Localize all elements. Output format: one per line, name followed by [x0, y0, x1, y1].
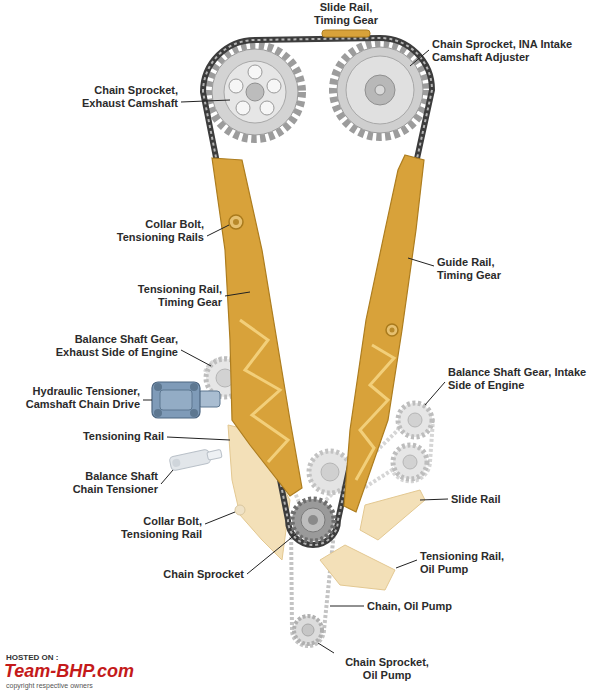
top-slide-rail: [322, 30, 370, 37]
part-label: Balance Shaft Gear, Exhaust Side of Engi…: [38, 333, 178, 359]
watermark: copyright respective owners: [6, 682, 93, 690]
part-label: Chain, Oil Pump: [367, 600, 452, 613]
part-label: Balance Shaft Gear, Intake Side of Engin…: [448, 366, 588, 392]
oil-pump-sprocket: [294, 616, 322, 644]
exhaust-cam-sprocket: [208, 45, 302, 139]
part-label: Tensioning Rail, Oil Pump: [420, 550, 518, 576]
crank-sprocket: [292, 499, 334, 541]
slide-rail-lower: [360, 490, 425, 540]
part-label: Chain Sprocket, Oil Pump: [338, 656, 436, 682]
balance-chain-tensioner: [169, 446, 223, 471]
hydraulic-tensioner: [152, 382, 220, 418]
part-label: Collar Bolt, Tensioning Rails: [104, 218, 204, 244]
part-label: Tensioning Rail: [83, 430, 164, 443]
part-label: Chain Sprocket, Exhaust Camshaft: [68, 84, 178, 110]
oil-pump-tensioning-rail: [320, 545, 395, 590]
part-label: Slide Rail, Timing Gear: [308, 1, 384, 27]
part-label: Guide Rail, Timing Gear: [437, 256, 519, 282]
part-label: Balance Shaft Chain Tensioner: [58, 470, 158, 496]
part-label: Slide Rail: [451, 493, 501, 506]
leader-lines: [143, 50, 448, 653]
collar-bolt-lower: [235, 505, 245, 515]
part-label: Chain Sprocket, INA Intake Camshaft Adju…: [432, 38, 584, 64]
timing-chain-links: [203, 38, 432, 545]
part-label: Chain Sprocket: [163, 568, 244, 581]
part-label: Collar Bolt, Tensioning Rail: [107, 515, 202, 541]
guide-rail: [344, 155, 424, 512]
part-label: Tensioning Rail, Timing Gear: [122, 283, 222, 309]
watermark: HOSTED ON :: [6, 653, 58, 662]
part-label: Hydraulic Tensioner, Camshaft Chain Driv…: [10, 385, 140, 411]
balance-gear-intake: [393, 403, 432, 479]
watermark: Team-BHP.com: [4, 662, 134, 681]
timing-chain: [203, 38, 432, 545]
intake-cam-adjuster: [333, 43, 427, 137]
tensioning-rail: [212, 158, 302, 496]
